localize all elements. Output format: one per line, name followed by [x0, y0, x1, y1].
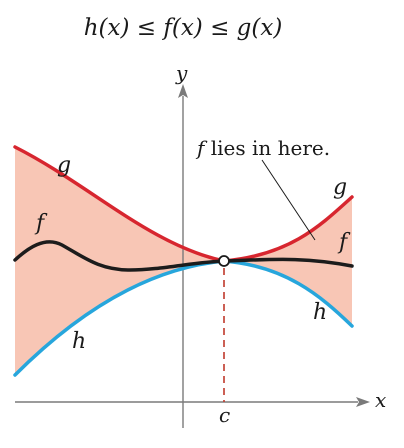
- label-g-left: g: [57, 153, 71, 178]
- annotation-f-lies-in-here: f lies in here.: [195, 136, 330, 160]
- label-h-left: h: [72, 329, 86, 354]
- label-h-right: h: [313, 300, 327, 325]
- label-g-right: g: [333, 175, 347, 200]
- annotation-pointer-line: [261, 159, 316, 241]
- annotation-rest: lies in here.: [204, 136, 330, 160]
- y-axis-arrow-icon: [178, 84, 188, 98]
- c-label: c: [219, 403, 230, 427]
- x-axis-arrow-icon: [356, 397, 370, 407]
- y-axis-label: y: [175, 61, 188, 85]
- curve-g: [13, 145, 354, 263]
- title-inequality: h(x) ≤ f(x) ≤ g(x): [84, 15, 283, 41]
- x-axis-label: x: [375, 388, 386, 412]
- open-point-at-c: [218, 255, 230, 267]
- curve-f: [13, 240, 354, 272]
